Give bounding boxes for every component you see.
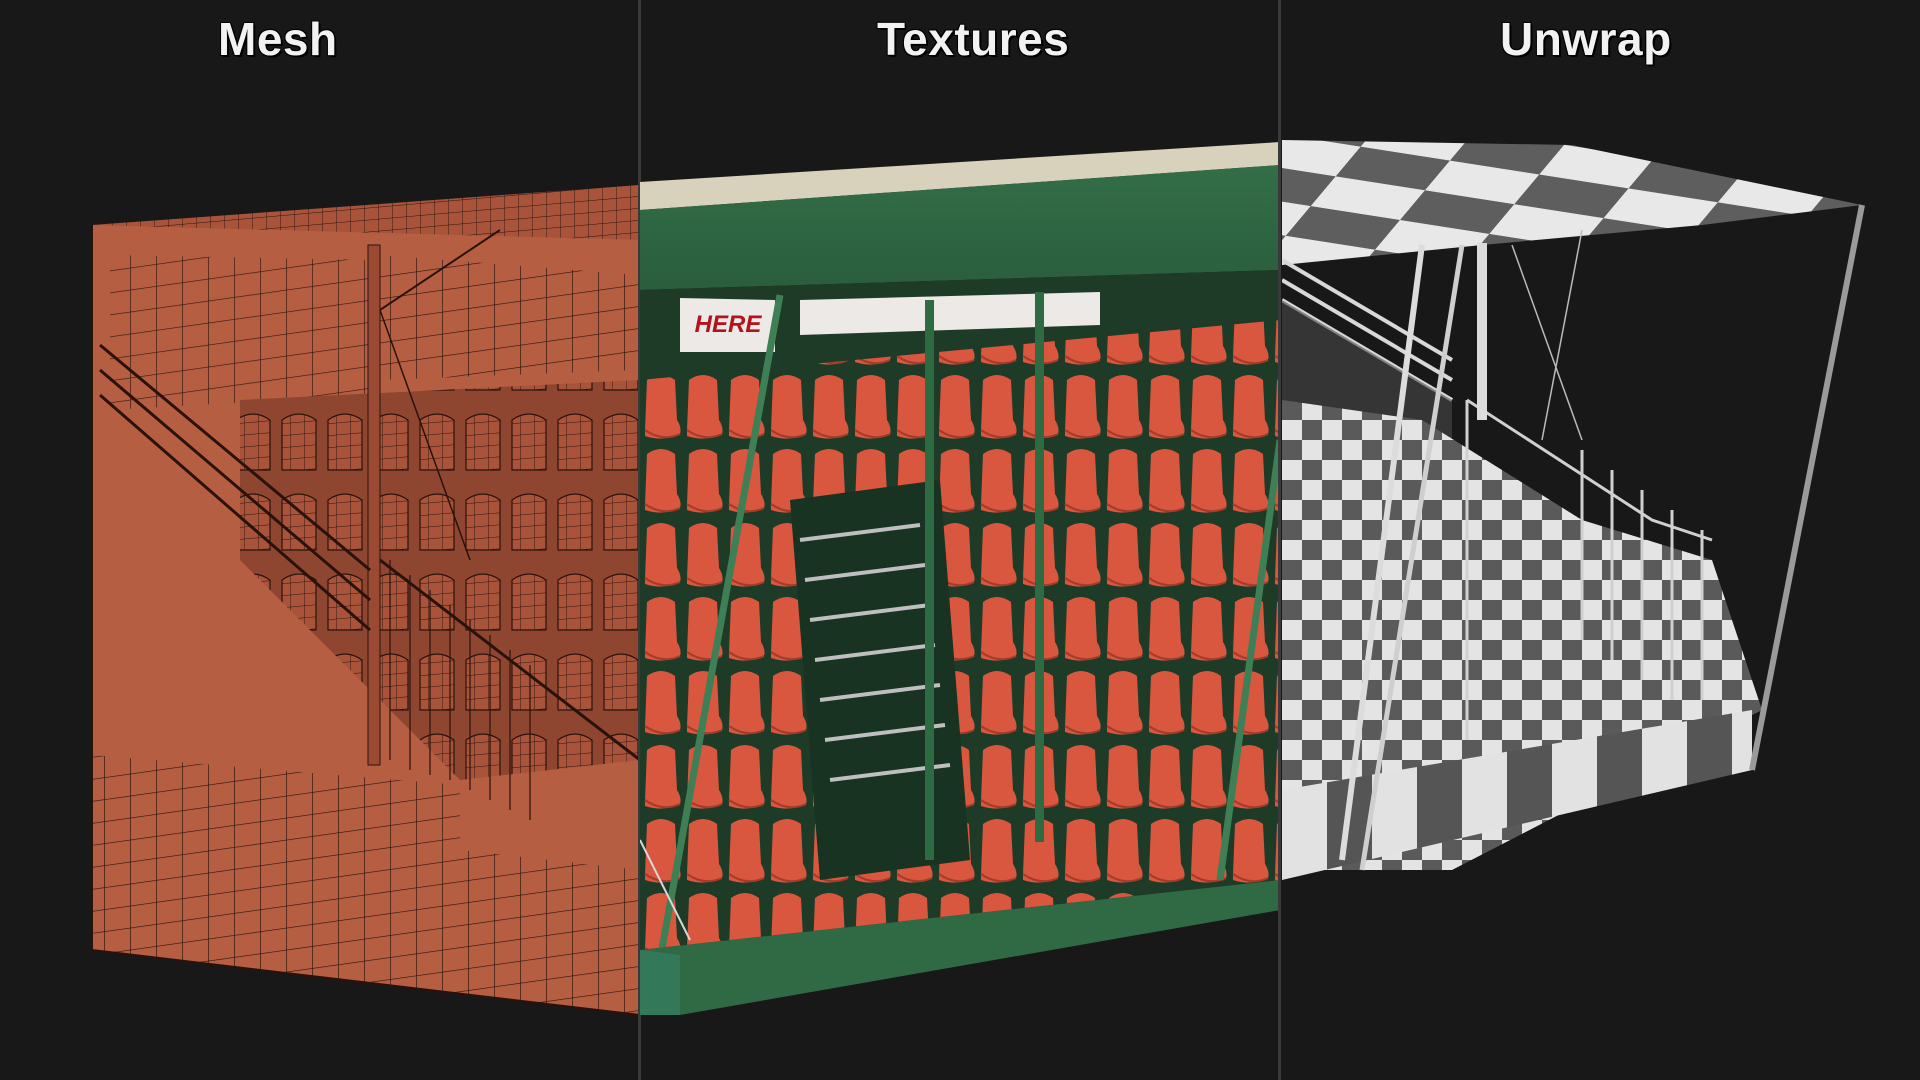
panel-divider	[1278, 0, 1281, 1080]
mesh-wireframe-render	[91, 185, 638, 1016]
panel-divider	[638, 0, 641, 1080]
textures-panel: HERE Textures	[640, 0, 1278, 1080]
sign-text: HERE	[695, 311, 763, 338]
panel-title-unwrap: Unwrap	[1500, 13, 1672, 65]
sign-banner	[680, 298, 775, 352]
mesh-panel: Mesh	[0, 0, 638, 1080]
textures-render: HERE	[640, 142, 1278, 1015]
unwrap-checker-render	[1282, 140, 1865, 880]
panel-title-mesh: Mesh	[218, 13, 338, 65]
panel-title-textures: Textures	[877, 13, 1070, 65]
unwrap-panel: Unwrap	[1282, 0, 1920, 1080]
